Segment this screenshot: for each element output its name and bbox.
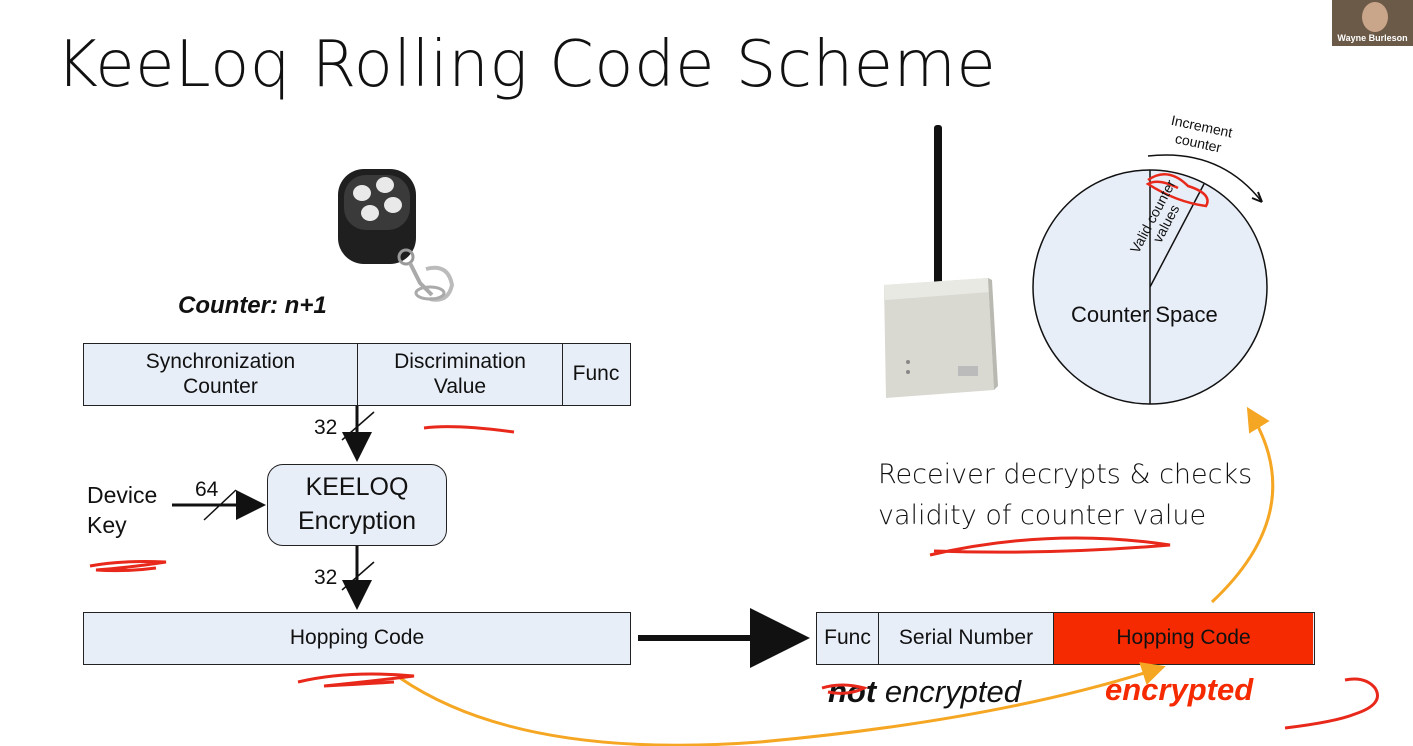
bits-key-label: 64: [195, 478, 219, 501]
counter-space-diagram: [1032, 154, 1268, 405]
not-encrypted-word: encrypted: [884, 674, 1021, 709]
receiver-device-image: [884, 125, 998, 398]
receive-packet: Func Serial Number Hopping Code: [816, 612, 1315, 665]
keeloq-encryption-box: KEELOQ Encryption: [267, 464, 447, 546]
presenter-name: Wayne Burleson: [1337, 33, 1408, 43]
counter-space-label: Counter Space: [1071, 302, 1218, 327]
antenna-icon: [934, 125, 942, 295]
func-label: Func: [572, 362, 620, 386]
receiver-caption: Receiver decrypts & checks validity of c…: [878, 459, 1253, 531]
key-fob-image: [338, 169, 455, 302]
packet-func-label: Func: [824, 626, 871, 650]
bits-bottom-label: 32: [314, 566, 338, 589]
transmit-hopping-code-label: Hopping Code: [289, 626, 425, 650]
discrimination-label: Discrimination Value: [394, 350, 526, 398]
transmit-hopping-code-box: Hopping Code: [83, 612, 631, 665]
packet-serial-label: Serial Number: [898, 626, 1034, 650]
packet-func-field: Func: [817, 613, 879, 664]
packet-hopping-field: Hopping Code: [1054, 613, 1313, 664]
presenter-avatar: [1362, 2, 1388, 32]
sync-counter-field: Synchronization Counter: [84, 344, 358, 405]
discrimination-field: Discrimination Value: [358, 344, 563, 405]
device-key-label: Device Key: [87, 482, 158, 538]
slide-title: KeeLoq Rolling Code Scheme: [56, 28, 997, 102]
packet-serial-field: Serial Number: [879, 613, 1054, 664]
bits-top-label: 32: [314, 416, 338, 439]
sync-counter-label: Synchronization Counter: [145, 350, 296, 398]
counter-label: Counter: n+1: [178, 292, 327, 319]
presenter-webcam: Wayne Burleson: [1332, 0, 1413, 46]
transmit-packet: Synchronization Counter Discrimination V…: [83, 343, 631, 406]
packet-hopping-label: Hopping Code: [1116, 626, 1251, 650]
keeloq-encryption-label: KEELOQ Encryption: [297, 473, 417, 535]
increment-arrow: [1147, 154, 1263, 203]
func-field: Func: [563, 344, 629, 405]
